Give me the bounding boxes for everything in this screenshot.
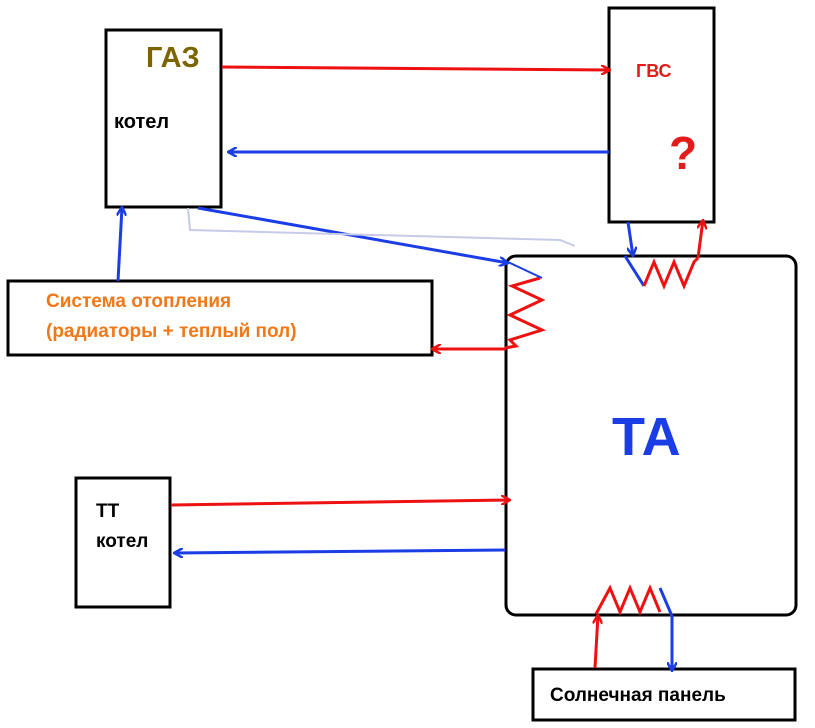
heating-system-label-line1: Система отопления — [46, 291, 232, 312]
arrow-gas-to-ta — [197, 206, 508, 263]
solar-coil — [594, 584, 662, 616]
gas-boiler-title: ГАЗ — [146, 42, 200, 74]
faint-trace — [187, 207, 576, 247]
solid-fuel-boiler-label-line1: ТТ — [96, 501, 120, 522]
solar-coil-cold-part — [658, 587, 674, 640]
solid-fuel-boiler-label-line2: котел — [96, 531, 149, 552]
storage-tank-box — [504, 254, 798, 617]
hot-water-title: ГВС — [636, 61, 672, 81]
gvs-coil-cold-part — [623, 255, 646, 287]
arrow-solar-to-ta — [595, 615, 598, 669]
gas-boiler-subtitle: котел — [114, 111, 170, 133]
solid-fuel-boiler-box — [74, 476, 172, 609]
solar-panel-title: Солнечная панель — [550, 685, 726, 706]
arrow-gas-to-gvs — [221, 67, 610, 70]
heating-system-label-line2: (радиаторы + теплый пол) — [46, 321, 297, 342]
gvs-coil — [642, 256, 700, 290]
gas-boiler-box — [104, 28, 223, 209]
hot-water-question-mark: ? — [669, 127, 698, 179]
arrow-heating-to-gas — [116, 207, 122, 282]
arrow-ta-to-tt — [174, 550, 506, 553]
arrow-ta-to-gvs — [696, 220, 703, 259]
heating-system-box — [6, 279, 434, 357]
arrow-tt-to-ta — [170, 500, 510, 507]
hot-water-box — [607, 6, 716, 224]
heating-coil-entry — [507, 261, 543, 279]
heating-coil — [504, 276, 547, 350]
arrow-gvs-to-ta — [626, 221, 633, 256]
storage-tank-title: ТА — [612, 407, 681, 467]
solar-panel-box — [531, 667, 797, 722]
